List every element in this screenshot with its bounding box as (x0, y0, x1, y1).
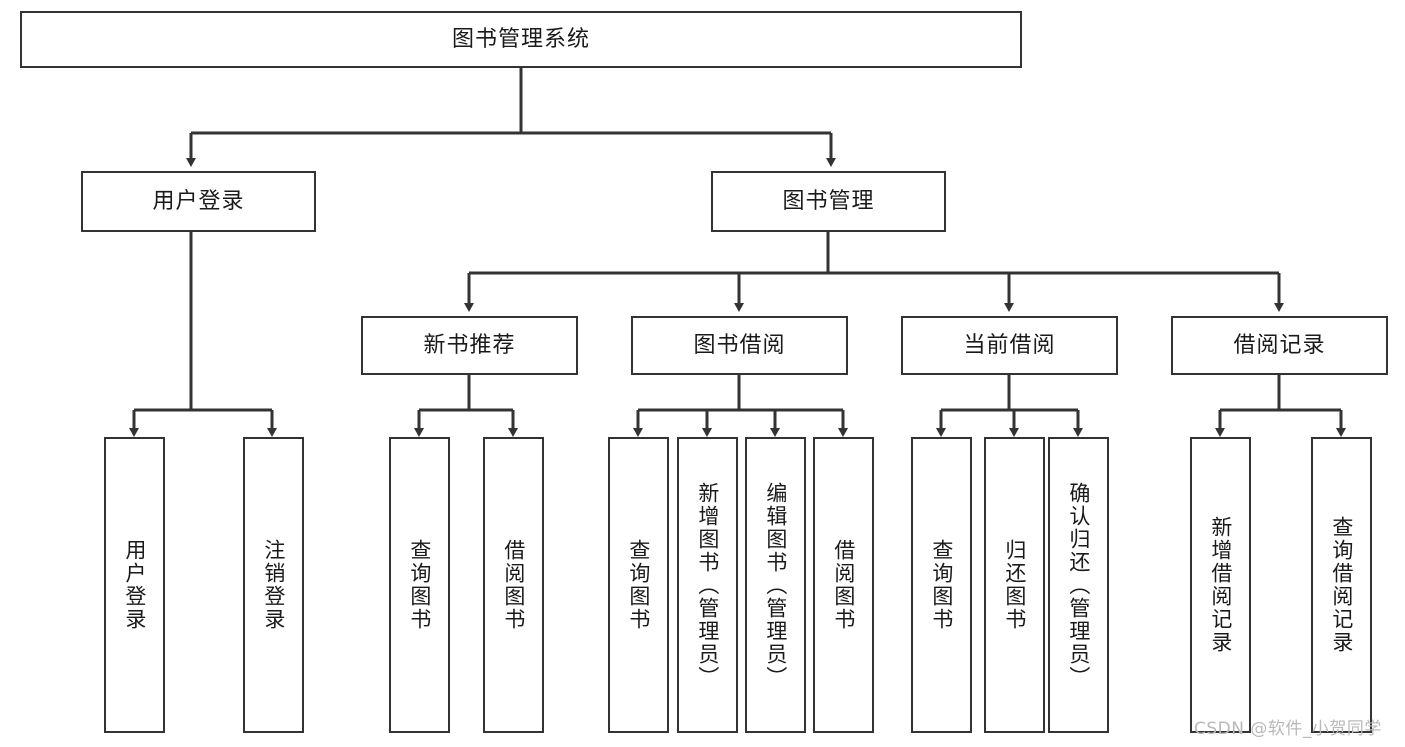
leaf-query-borrow-record[interactable]: 查询借阅记录 (1311, 437, 1372, 733)
node-book-borrow[interactable]: 图书借阅 (631, 316, 848, 375)
leaf-add-borrow-record[interactable]: 新增借阅记录 (1190, 437, 1251, 733)
leaf-return-book[interactable]: 归还图书 (984, 437, 1045, 733)
node-current-borrow-label: 当前借阅 (963, 332, 1056, 358)
leaf-query-book-borrow-label: 查询图书 (626, 539, 651, 631)
leaf-edit-book-admin[interactable]: 编辑图书（管理员） (745, 437, 806, 733)
leaf-add-book-admin-label: 新增图书（管理员） (695, 481, 720, 689)
leaf-borrow-book-recommend-label: 借阅图书 (501, 539, 526, 631)
csdn-watermark: CSDN @软件_小贺同学 (1194, 719, 1382, 739)
node-book-management-label: 图书管理 (782, 188, 875, 214)
leaf-borrow-book-recommend[interactable]: 借阅图书 (483, 437, 544, 733)
leaf-logout[interactable]: 注销登录 (243, 437, 304, 733)
node-root-label: 图书管理系统 (451, 26, 590, 52)
leaf-query-book-current[interactable]: 查询图书 (911, 437, 972, 733)
node-borrow-record[interactable]: 借阅记录 (1171, 316, 1388, 375)
node-root[interactable]: 图书管理系统 (20, 11, 1022, 68)
leaf-query-book-recommend-label: 查询图书 (407, 539, 432, 631)
node-new-book-recommend[interactable]: 新书推荐 (361, 316, 578, 375)
node-borrow-record-label: 借阅记录 (1233, 332, 1326, 358)
leaf-add-book-admin[interactable]: 新增图书（管理员） (677, 437, 738, 733)
leaf-user-login-label: 用户登录 (122, 539, 147, 631)
leaf-query-borrow-record-label: 查询借阅记录 (1329, 516, 1354, 654)
leaf-confirm-return-admin[interactable]: 确认归还（管理员） (1048, 437, 1109, 733)
leaf-confirm-return-admin-label: 确认归还（管理员） (1066, 481, 1091, 689)
node-current-borrow[interactable]: 当前借阅 (901, 316, 1118, 375)
node-book-borrow-label: 图书借阅 (693, 332, 786, 358)
leaf-query-book-recommend[interactable]: 查询图书 (389, 437, 450, 733)
node-user-login[interactable]: 用户登录 (81, 171, 316, 232)
leaf-query-book-borrow[interactable]: 查询图书 (608, 437, 669, 733)
leaf-logout-label: 注销登录 (261, 539, 286, 631)
node-user-login-label: 用户登录 (152, 188, 245, 214)
leaf-return-book-label: 归还图书 (1002, 539, 1027, 631)
node-book-management[interactable]: 图书管理 (711, 171, 946, 232)
leaf-add-borrow-record-label: 新增借阅记录 (1208, 516, 1233, 654)
leaf-borrow-book[interactable]: 借阅图书 (813, 437, 874, 733)
leaf-edit-book-admin-label: 编辑图书（管理员） (763, 481, 788, 689)
leaf-user-login[interactable]: 用户登录 (104, 437, 165, 733)
leaf-query-book-current-label: 查询图书 (929, 539, 954, 631)
node-new-book-recommend-label: 新书推荐 (423, 332, 516, 358)
leaf-borrow-book-label: 借阅图书 (831, 539, 856, 631)
